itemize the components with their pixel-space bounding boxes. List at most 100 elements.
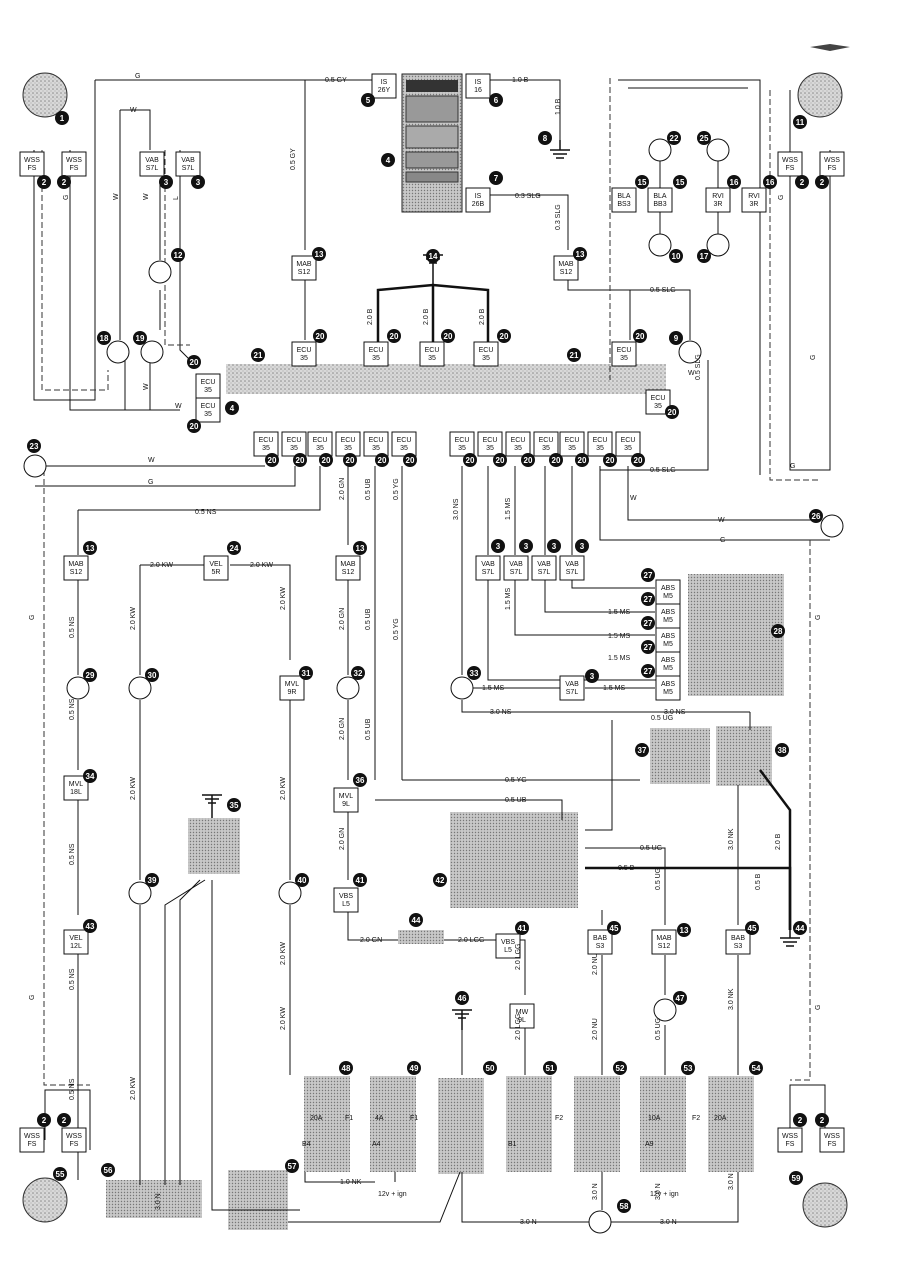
connector-label: FS: [828, 1141, 837, 1148]
connector-label: 35: [620, 355, 628, 362]
connector-label: VBS: [501, 939, 515, 946]
callout-number: 45: [610, 924, 619, 933]
fuse-label: F2: [692, 1115, 700, 1122]
wire-label: 0.5 GY: [290, 148, 297, 170]
callout-17: 17: [697, 249, 711, 263]
connector-label: 9R: [288, 689, 297, 696]
callout-47: 47: [673, 991, 687, 1005]
connector-label: FS: [28, 165, 37, 172]
wire-label: W: [143, 193, 150, 200]
pump-motor: [188, 818, 240, 874]
connector-label: RVI: [748, 193, 760, 200]
socket-56: [106, 1180, 202, 1218]
connector-label: 35: [428, 355, 436, 362]
wire-label: 0.5 UB: [365, 478, 372, 500]
callout-number: 58: [620, 1202, 629, 1211]
connector-label: M5: [663, 617, 673, 624]
callout-12: 12: [171, 248, 185, 262]
connector-label: WSS: [782, 157, 798, 164]
callout-15: 15: [673, 175, 687, 189]
callout-1: 1: [55, 111, 69, 125]
connector-label: 26B: [472, 201, 485, 208]
callout-26: 26: [809, 509, 823, 523]
callout-59: 59: [789, 1171, 803, 1185]
wire-label: W: [130, 107, 137, 114]
callout-number: 2: [42, 178, 47, 187]
connector-label: 3R: [750, 201, 759, 208]
callout-number: 20: [268, 456, 277, 465]
wire-label: 1.0 B: [555, 98, 562, 115]
callout-number: 4: [230, 404, 235, 413]
callout-13: 13: [83, 541, 97, 555]
socket-57: [228, 1170, 288, 1230]
wire-label: 2.0 KW: [130, 1077, 137, 1100]
callout-number: 37: [638, 746, 647, 755]
callout-number: 12: [174, 251, 183, 260]
connector-label: 35: [596, 445, 604, 452]
callout-number: 52: [616, 1064, 625, 1073]
wire-label: G: [29, 995, 36, 1000]
connector-label: BB3: [653, 201, 666, 208]
callout-number: 15: [676, 178, 685, 187]
callout-25: 25: [697, 131, 711, 145]
callout-41: 41: [353, 873, 367, 887]
callout-3: 3: [491, 539, 505, 553]
wire-label: 2.0 GN: [339, 718, 346, 740]
callout-number: 3: [164, 178, 169, 187]
callout-3: 3: [159, 175, 173, 189]
wire-label: 0.5 NS: [69, 843, 76, 865]
callout-number: 55: [56, 1170, 65, 1179]
connector-label: ECU: [483, 437, 498, 444]
connector-label: S12: [298, 269, 311, 276]
connector-label: 35: [624, 445, 632, 452]
callout-number: 32: [354, 669, 363, 678]
fuse-label: F1: [410, 1115, 418, 1122]
callout-number: 36: [356, 776, 365, 785]
callout-number: 20: [552, 456, 561, 465]
wire-label: W: [143, 383, 150, 390]
wire-label: 0.5 YG: [505, 777, 527, 784]
callout-number: 17: [700, 252, 709, 261]
callout-number: 27: [644, 667, 653, 676]
connector-label: IS: [381, 79, 388, 86]
callout-number: 28: [774, 627, 783, 636]
callout-2: 2: [815, 175, 829, 189]
wire-label: 1.5 MS: [608, 655, 631, 662]
callout-number: 13: [315, 250, 324, 259]
valve-block: [450, 812, 578, 908]
callout-41: 41: [515, 921, 529, 935]
fuse-label: A4: [372, 1141, 381, 1148]
wire-label: 0.5 NS: [69, 1078, 76, 1100]
callout-6: 6: [489, 93, 503, 107]
callout-29: 29: [83, 668, 97, 682]
callout-number: 13: [356, 544, 365, 553]
callout-45: 45: [607, 921, 621, 935]
wire-label: 0.5 UB: [365, 608, 372, 630]
wire-label: 2.0 LGG: [515, 944, 522, 970]
callout-number: 3: [580, 542, 585, 551]
connector-label: WSS: [824, 157, 840, 164]
connector-label: S12: [342, 569, 355, 576]
callout-10: 10: [669, 249, 683, 263]
wire-label: 2.0 NU: [592, 1018, 599, 1040]
callout-46: 46: [455, 991, 469, 1005]
callout-20: 20: [319, 453, 333, 467]
wheel-sensor-rr: [802, 1182, 848, 1228]
connector-label: 35: [542, 445, 550, 452]
wire-label: 0.5 NS: [69, 968, 76, 990]
callout-number: 35: [230, 801, 239, 810]
callout-number: 41: [356, 876, 365, 885]
